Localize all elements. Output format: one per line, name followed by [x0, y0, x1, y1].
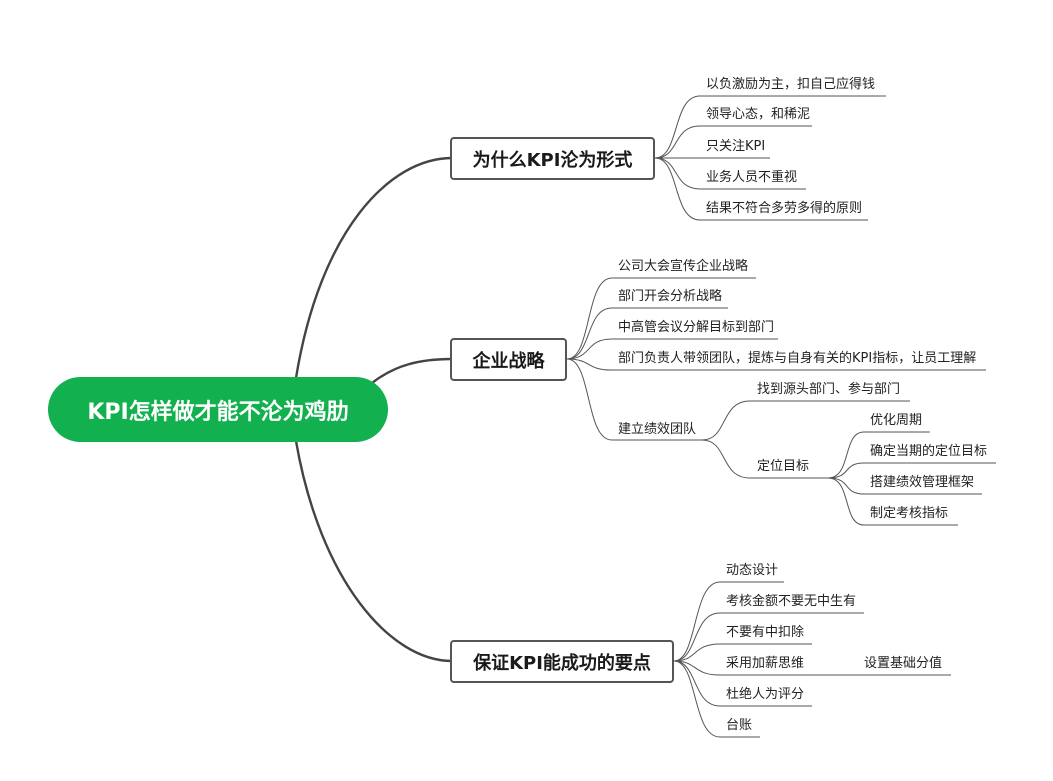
leaf-topic[interactable]: 不要有中扣除	[726, 625, 805, 640]
leaf-position-topic[interactable]: 定位目标	[757, 459, 810, 474]
leaf-topic[interactable]: 优化周期	[870, 413, 923, 428]
leaf-topic[interactable]: 结果不符合多劳多得的原则	[706, 201, 863, 216]
leaf-topic[interactable]: 业务人员不重视	[706, 170, 798, 185]
leaf-topic[interactable]: 部门负责人带领团队，提炼与自身有关的KPI指标，让员工理解	[618, 351, 977, 366]
leaf-topic[interactable]: 动态设计	[726, 563, 779, 578]
leaf-topic[interactable]: 确定当期的定位目标	[870, 444, 988, 459]
leaf-topic[interactable]: 中高管会议分解目标到部门	[618, 320, 775, 335]
leaf-team-topic[interactable]: 建立绩效团队	[618, 422, 697, 437]
leaf-topic[interactable]: 考核金额不要无中生有	[726, 594, 857, 609]
leaf-topic[interactable]: 采用加薪思维	[726, 656, 805, 671]
leaf-topic[interactable]: 制定考核指标	[870, 506, 949, 521]
leaf-topic[interactable]: 只关注KPI	[706, 139, 766, 154]
root-topic[interactable]: KPI怎样做才能不沦为鸡肋	[48, 377, 388, 442]
leaf-topic[interactable]: 设置基础分值	[864, 656, 943, 671]
leaf-topic[interactable]: 找到源头部门、参与部门	[757, 382, 901, 397]
branch-why-kpi-formality[interactable]: 为什么KPI沦为形式	[450, 137, 655, 180]
leaf-topic[interactable]: 领导心态，和稀泥	[706, 107, 811, 122]
leaf-topic[interactable]: 台账	[726, 718, 753, 733]
leaf-topic[interactable]: 杜绝人为评分	[726, 687, 805, 702]
leaf-topic[interactable]: 搭建绩效管理框架	[870, 475, 975, 490]
leaf-topic[interactable]: 公司大会宣传企业战略	[618, 259, 749, 274]
branch-kpi-success-points[interactable]: 保证KPI能成功的要点	[450, 640, 674, 683]
leaf-topic[interactable]: 部门开会分析战略	[618, 289, 723, 304]
leaf-topic[interactable]: 以负激励为主，扣自己应得钱	[706, 77, 876, 92]
branch-enterprise-strategy[interactable]: 企业战略	[450, 338, 567, 381]
